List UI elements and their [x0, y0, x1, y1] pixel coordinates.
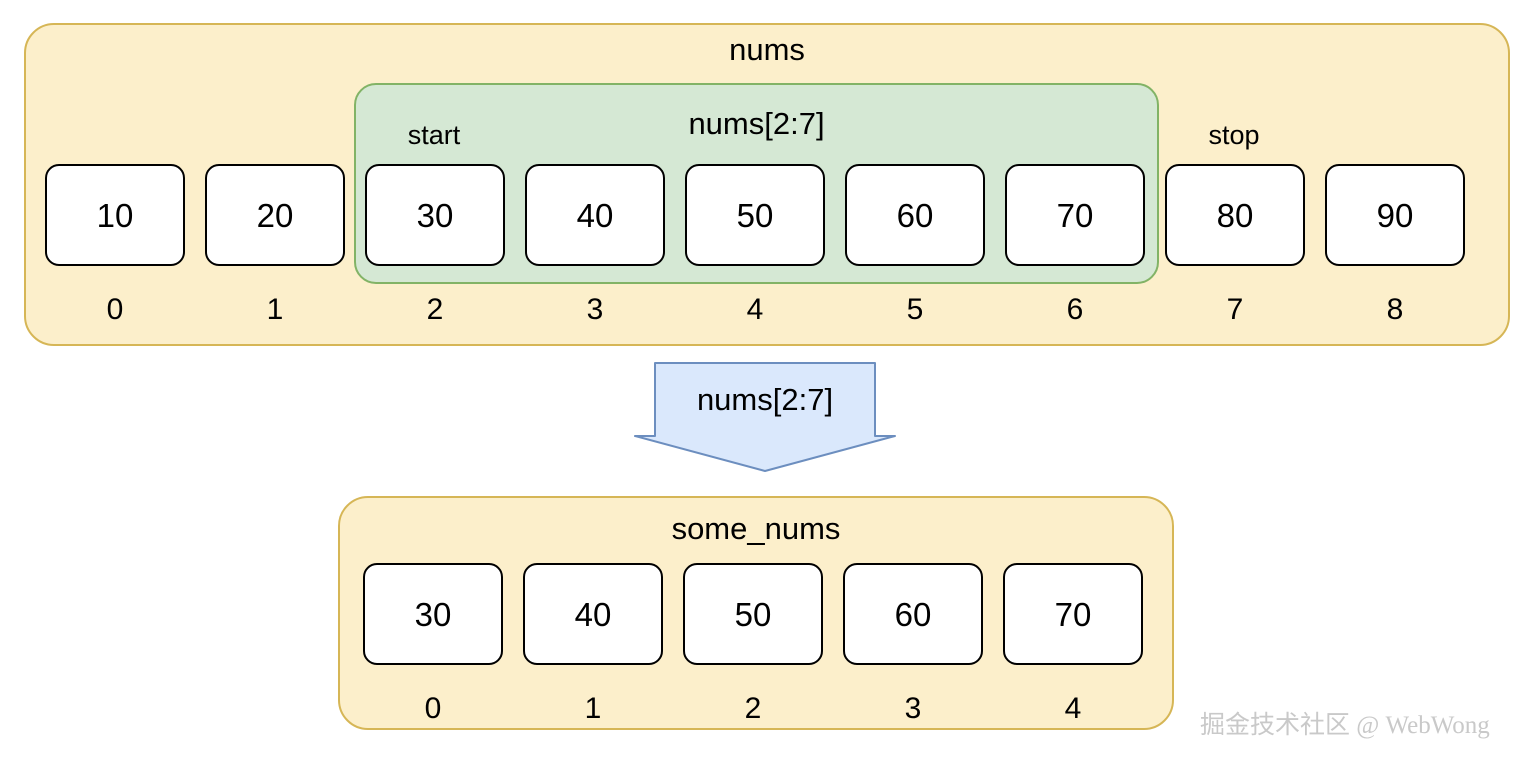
nums-cell: 50 [685, 164, 825, 266]
nums-cell: 60 [845, 164, 985, 266]
nums-index-label: 0 [106, 293, 124, 326]
some-nums-index-label: 3 [904, 692, 922, 725]
watermark-text: 掘金技术社区 @ WebWong [1200, 712, 1490, 739]
nums-index-label: 8 [1386, 293, 1404, 326]
slice-arrow-icon [634, 362, 896, 472]
start-marker-label: start [407, 120, 461, 150]
some-nums-cell: 40 [523, 563, 663, 665]
some-nums-index-label: 4 [1064, 692, 1082, 725]
arrow-label: nums[2:7] [696, 382, 834, 417]
nums-index-label: 7 [1226, 293, 1244, 326]
nums-cell: 90 [1325, 164, 1465, 266]
nums-index-label: 4 [746, 293, 764, 326]
nums-cell: 70 [1005, 164, 1145, 266]
nums-cell: 80 [1165, 164, 1305, 266]
nums-index-label: 6 [1066, 293, 1084, 326]
some-nums-cell: 50 [683, 563, 823, 665]
some-nums-cell: 60 [843, 563, 983, 665]
some-nums-index-label: 0 [424, 692, 442, 725]
stop-marker-label: stop [1208, 120, 1260, 150]
some-nums-cell: 70 [1003, 563, 1143, 665]
nums-cell: 40 [525, 164, 665, 266]
slice-title: nums[2:7] [688, 106, 825, 141]
some-nums-cell: 30 [363, 563, 503, 665]
some-nums-index-label: 2 [744, 692, 762, 725]
nums-index-label: 3 [586, 293, 604, 326]
nums-title: nums [729, 32, 805, 67]
nums-index-label: 1 [266, 293, 284, 326]
nums-cell: 30 [365, 164, 505, 266]
nums-cell: 10 [45, 164, 185, 266]
some-nums-title: some_nums [671, 511, 841, 546]
nums-index-label: 2 [426, 293, 444, 326]
nums-cell: 20 [205, 164, 345, 266]
nums-index-label: 5 [906, 293, 924, 326]
some-nums-index-label: 1 [584, 692, 602, 725]
